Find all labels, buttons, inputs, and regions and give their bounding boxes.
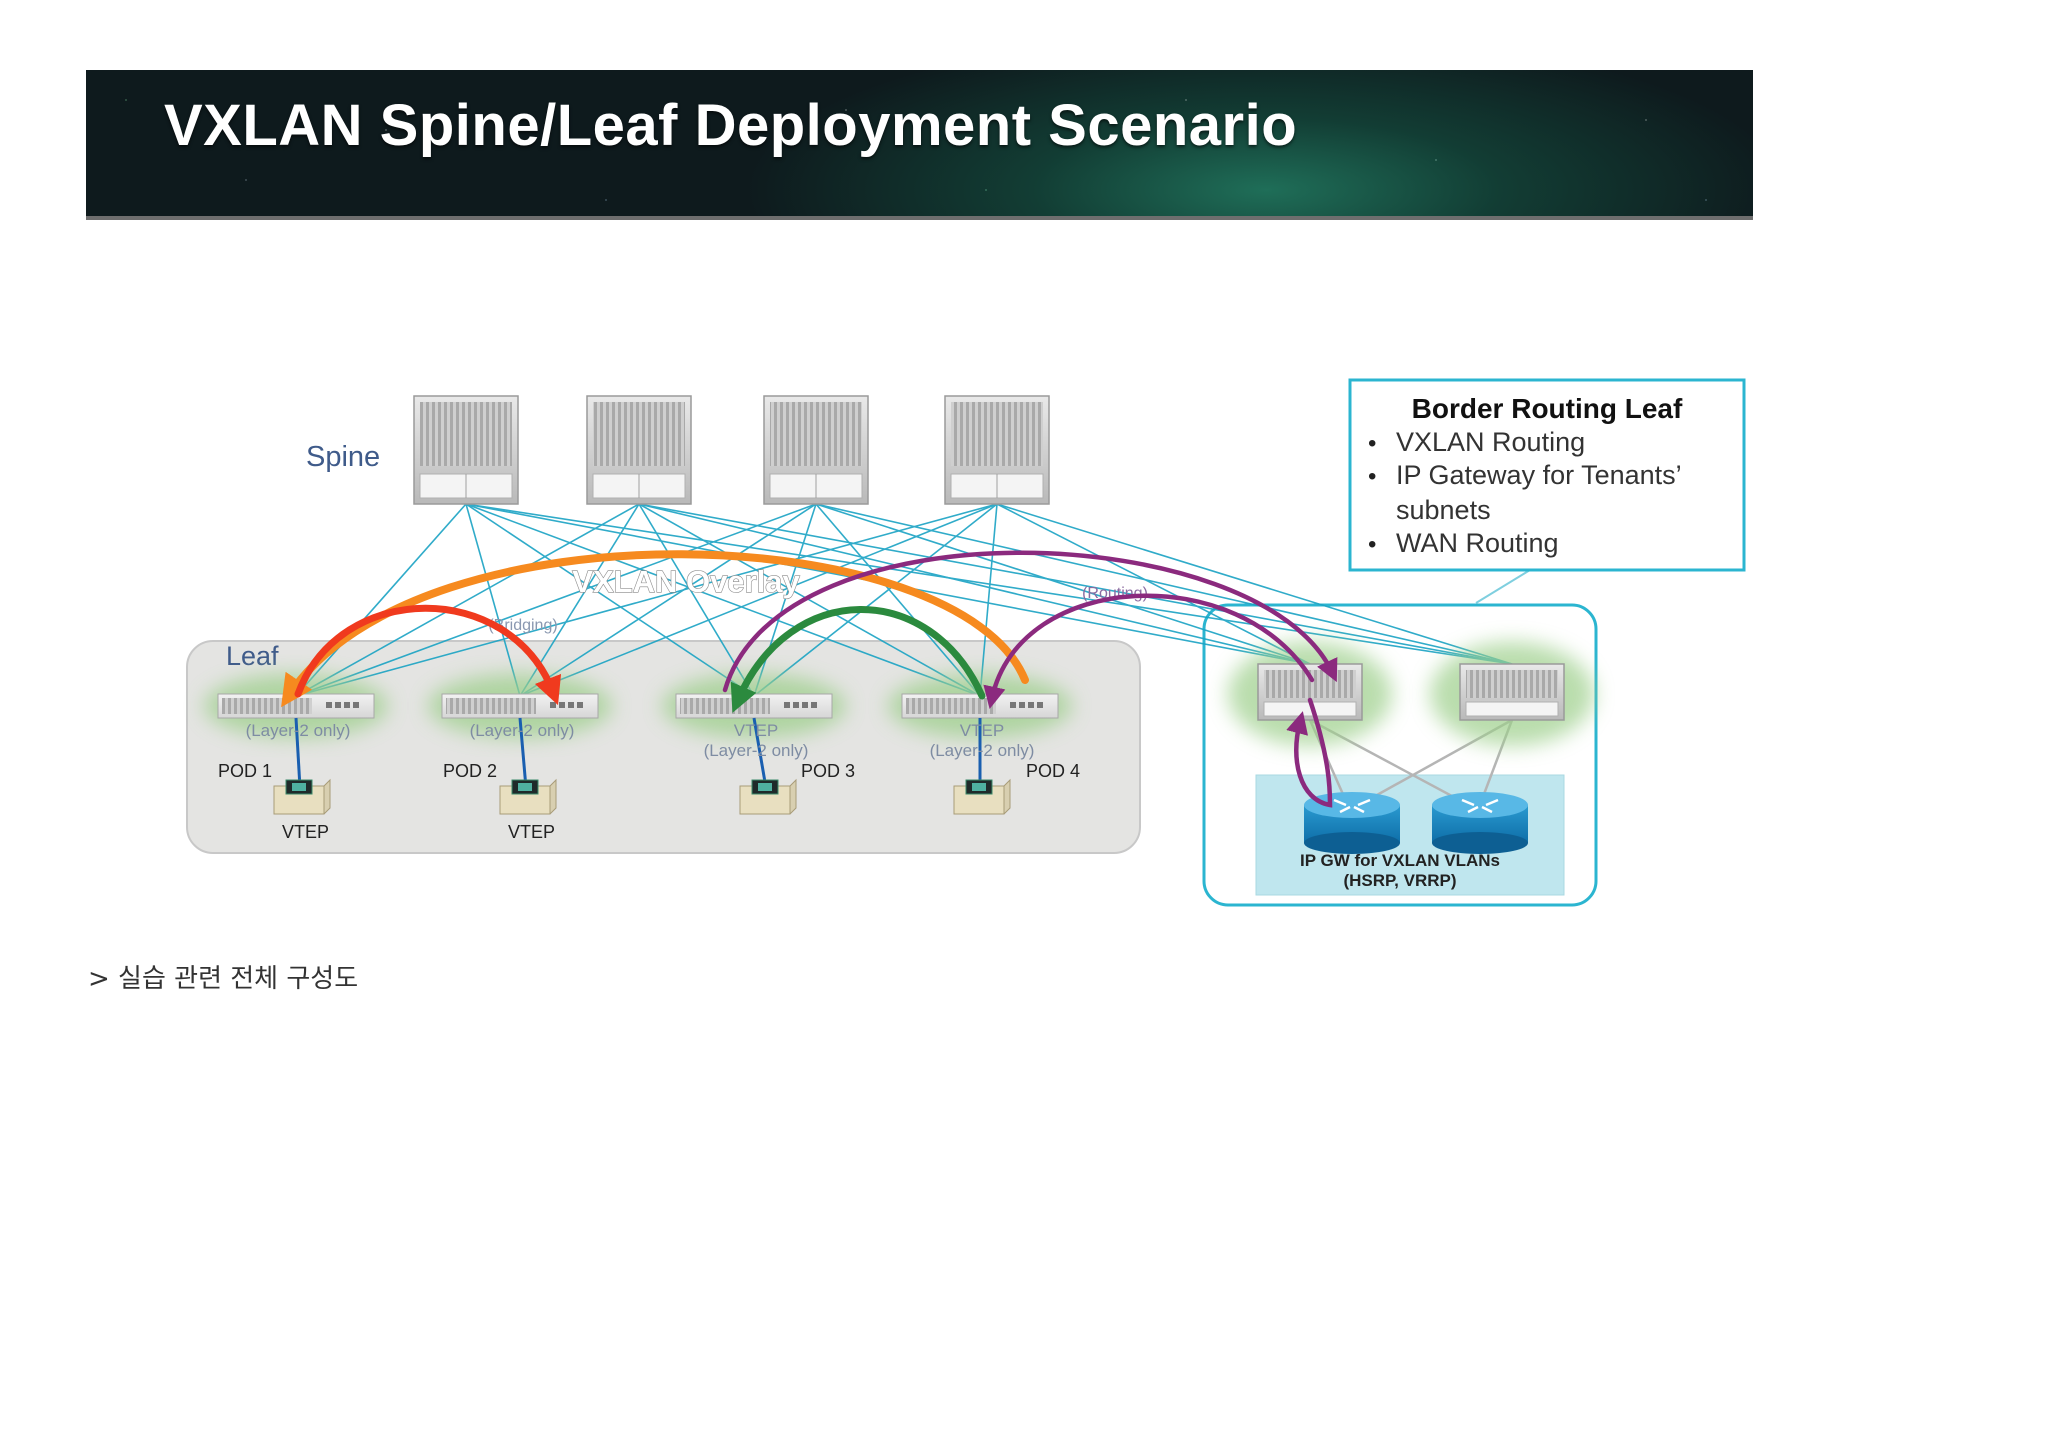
host-uplink: [518, 717, 528, 789]
pod-label: POD 1: [218, 761, 272, 781]
traffic-arrows: [281, 550, 1338, 808]
leaf-caption-line1: (Layer-2 only): [246, 721, 351, 740]
vxlan-overlay-label: VXLAN Overlay: [572, 564, 800, 599]
leaf-caption-line1: VTEP: [734, 721, 778, 740]
bullet-glyph: •: [1368, 463, 1376, 490]
title-banner: VXLAN Spine/Leaf Deployment Scenario: [86, 70, 1753, 220]
bullet-glyph: •: [1368, 430, 1376, 457]
callout-bullet: IP Gateway for Tenants’: [1396, 460, 1682, 490]
gateway-line1: IP GW for VXLAN VLANs: [1300, 851, 1500, 870]
server-host-icon: [953, 778, 1011, 815]
vtep-label: VTEP: [282, 822, 329, 842]
spine-switches: [413, 395, 1050, 505]
gateway-routers: [1304, 792, 1528, 854]
callout-bullet-continuation: subnets: [1396, 495, 1491, 525]
leaf-caption-line1: (Layer-2 only): [470, 721, 575, 740]
leaf-switch-icon: [428, 674, 612, 738]
leaf-caption-line1: VTEP: [960, 721, 1004, 740]
host-uplink: [294, 717, 302, 789]
spine-switch-icon: [413, 395, 519, 505]
border-leaf-switch-icon: [1228, 642, 1392, 746]
pod-hosts: VTEP VTEP: [273, 778, 1011, 842]
spine-switch-icon: [586, 395, 692, 505]
spine-label: Spine: [306, 441, 380, 473]
gateway-line2: (HSRP, VRRP): [1343, 871, 1456, 890]
pod-label: POD 3: [801, 761, 855, 781]
spine-switch-icon: [763, 395, 869, 505]
host-uplink: [752, 717, 768, 789]
server-host-icon: [273, 778, 331, 815]
purple-arrow-route-in: [983, 593, 1315, 709]
bullet-glyph: •: [1368, 531, 1376, 558]
server-host-icon: [739, 778, 797, 815]
figure-caption: > 실습 관련 전체 구성도: [88, 964, 359, 994]
leaf-caption-line2: (Layer-2 only): [930, 741, 1035, 760]
orange-arrow: [281, 550, 1029, 708]
callout-title: Border Routing Leaf: [1412, 393, 1683, 424]
callout-bullet: WAN Routing: [1396, 528, 1559, 558]
router-icon: [1432, 792, 1528, 854]
spine-switch-icon: [944, 395, 1050, 505]
border-routing-callout: Border Routing Leaf • VXLAN Routing • IP…: [1348, 378, 1746, 572]
purple-arrow-loop: [1286, 697, 1333, 808]
leaf-label: Leaf: [226, 641, 279, 671]
border-leaf-switch-icon: [1430, 642, 1594, 746]
purple-arrow-route-out: [722, 550, 1338, 693]
green-arrow: [730, 606, 986, 713]
vtep-label: VTEP: [508, 822, 555, 842]
red-arrow: [294, 604, 562, 706]
pod-label: POD 4: [1026, 761, 1080, 781]
starfield-background: [86, 70, 1753, 220]
callout-bullet: VXLAN Routing: [1396, 427, 1585, 457]
pod-label: POD 2: [443, 761, 497, 781]
callout-connector: [1475, 569, 1531, 604]
page-title: VXLAN Spine/Leaf Deployment Scenario: [164, 93, 1298, 158]
leaf-caption-line2: (Layer-2 only): [704, 741, 809, 760]
server-host-icon: [499, 778, 557, 815]
border-leaf-switches: [1228, 642, 1594, 746]
